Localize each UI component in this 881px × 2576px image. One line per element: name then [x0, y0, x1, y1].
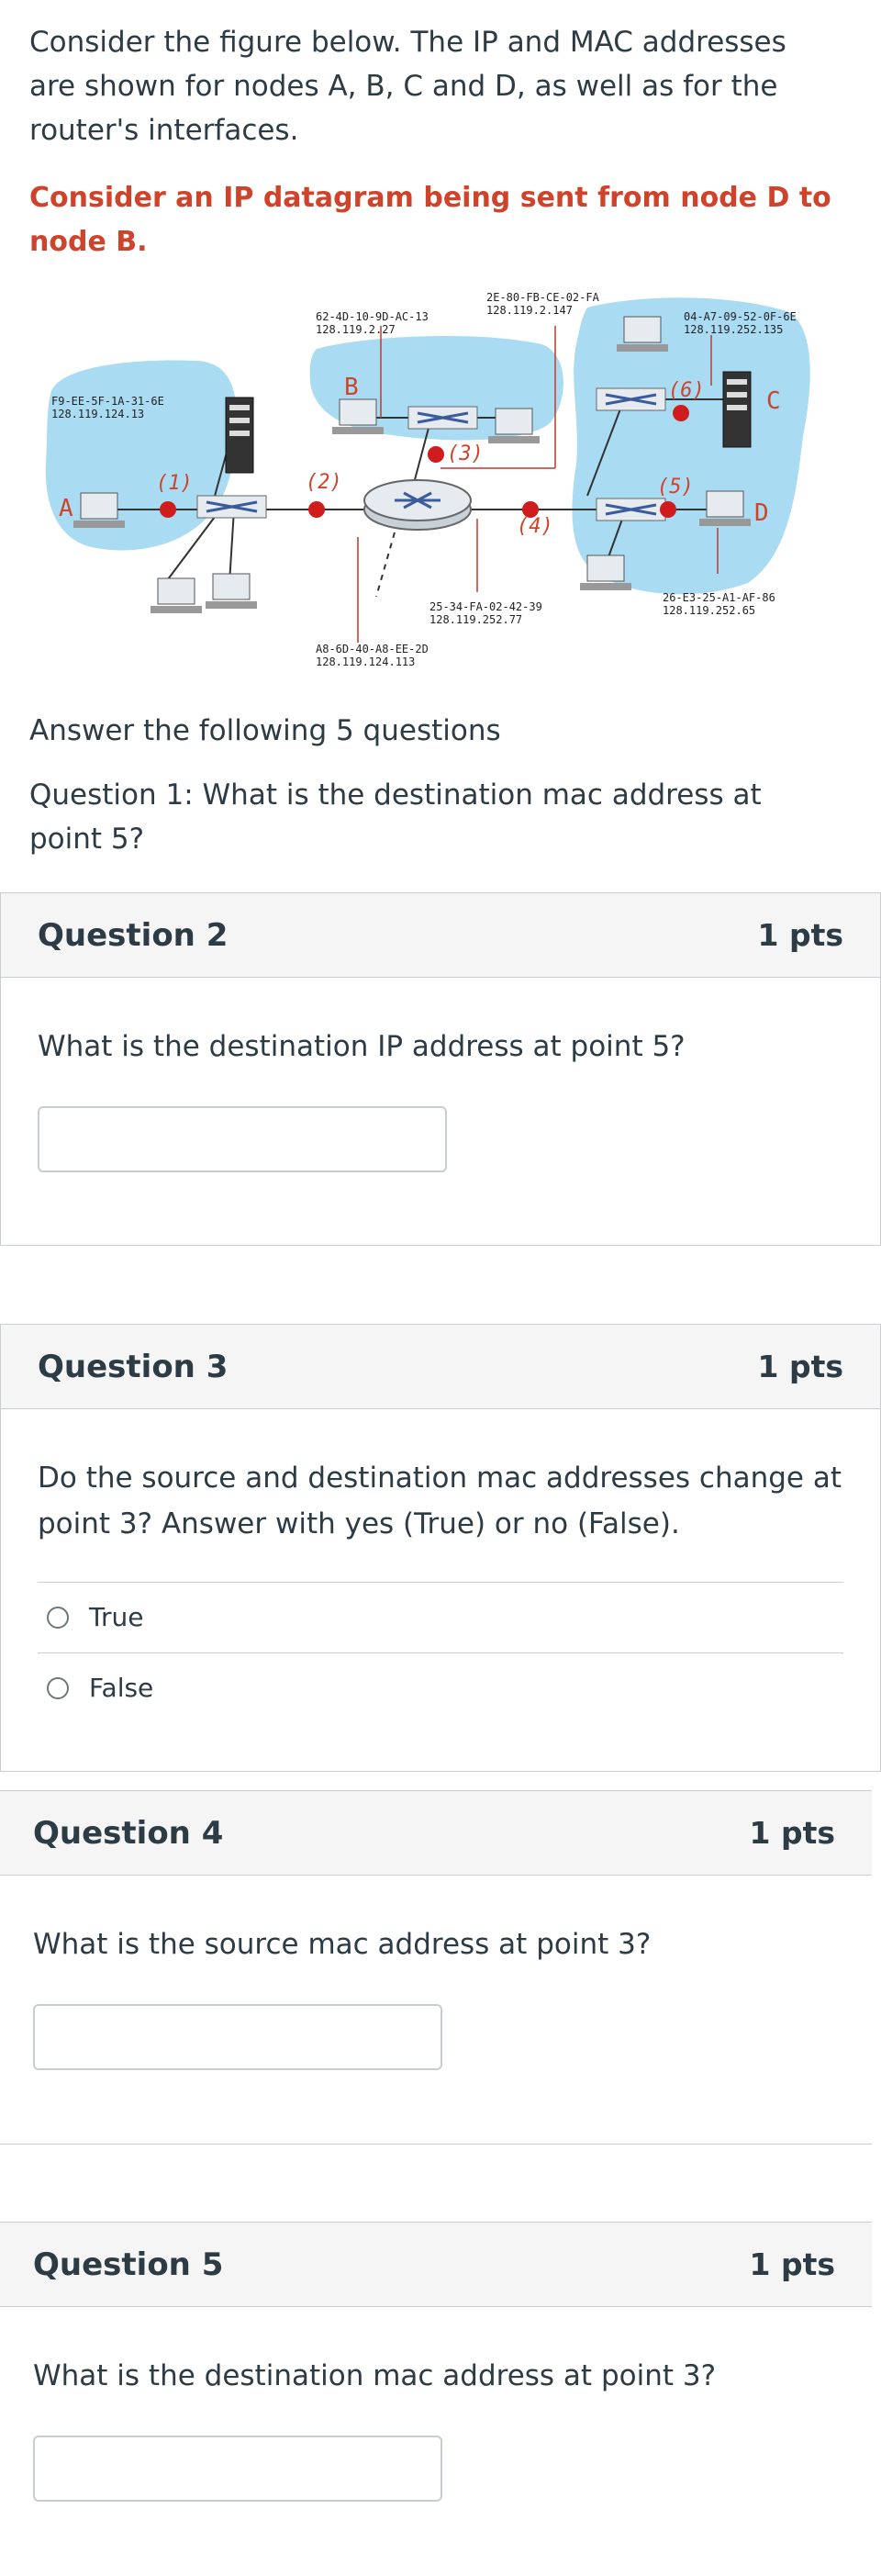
a-ip-label: 128.119.124.13 [51, 408, 144, 420]
computer-left2-icon [151, 577, 202, 613]
computer-b-icon [332, 398, 384, 434]
computer-right2-icon [580, 554, 631, 590]
question-2-card: Question 2 1 pts What is the destination… [0, 892, 881, 1246]
point-6-label: (6) [668, 379, 705, 402]
question-1-text: Question 1: What is the destination mac … [29, 778, 762, 856]
server-right-icon [722, 371, 752, 448]
question-4-card: Question 4 1 pts What is the source mac … [0, 1790, 872, 2145]
question-4-answer-input[interactable] [33, 2004, 442, 2070]
intro-highlight: Consider an IP datagram being sent from … [29, 182, 831, 258]
switch-right-top-icon [596, 387, 666, 411]
node-b-label: B [344, 374, 359, 401]
question-4-points: 1 pts [749, 1815, 836, 1851]
option-false-radio[interactable] [47, 1677, 69, 1699]
computer-left3-icon [206, 573, 257, 609]
point-3-marker [428, 446, 444, 463]
node-c-label: C [766, 387, 781, 415]
option-false-label: False [89, 1673, 154, 1703]
b-mac-label: 62-4D-10-9D-AC-13 [316, 310, 429, 323]
node-a-label: A [59, 495, 73, 522]
question-5-answer-input[interactable] [33, 2436, 442, 2502]
question-5-text: What is the destination mac address at p… [33, 2359, 717, 2392]
r3-mac-label: A8-6D-40-A8-EE-2D [316, 643, 429, 655]
question-3-title: Question 3 [38, 1348, 229, 1385]
a-mac-label: F9-EE-5F-1A-31-6E [51, 395, 164, 408]
point-2-label: (2) [306, 471, 342, 494]
question-3-text: Do the source and destination mac addres… [38, 1462, 842, 1540]
computer-top3-icon [617, 316, 668, 352]
question-3-header: Question 3 1 pts [1, 1325, 880, 1409]
intro-text: Consider the figure below. The IP and MA… [29, 26, 786, 147]
intro: Consider the figure below. The IP and MA… [29, 20, 837, 264]
d-mac-label: 26-E3-25-A1-AF-86 [663, 591, 775, 604]
computer-d-icon [699, 490, 751, 526]
switch-left-icon [196, 495, 267, 519]
point-1-marker [160, 501, 176, 518]
r1-mac-label: 2E-80-FB-CE-02-FA [486, 291, 600, 304]
computer-a-icon [73, 492, 125, 528]
point-1-label: (1) [156, 472, 193, 495]
point-3-label: (3) [447, 442, 484, 465]
question-4-header: Question 4 1 pts [0, 1791, 872, 1876]
server-left-icon [225, 397, 254, 474]
c-mac-label: 04-A7-09-52-0F-6E [684, 310, 797, 323]
point-2-marker [308, 501, 325, 518]
computer-top2-icon [488, 408, 540, 443]
question-3-points: 1 pts [757, 1349, 844, 1384]
router-icon [363, 479, 472, 531]
switch-right-bottom-icon [596, 498, 666, 521]
network-figure: A B C D (1) (2) (3) (4) (5) (6) F9-EE-5F… [0, 280, 881, 684]
point-5-marker [660, 501, 676, 518]
point-6-marker [673, 405, 689, 421]
d-ip-label: 128.119.252.65 [663, 604, 755, 617]
point-4-marker [522, 501, 539, 518]
option-true-radio[interactable] [47, 1607, 69, 1629]
question-3-card: Question 3 1 pts Do the source and desti… [0, 1324, 881, 1772]
question-4-title: Question 4 [33, 1814, 224, 1852]
c-ip-label: 128.119.252.135 [684, 323, 783, 336]
question-5-header: Question 5 1 pts [0, 2223, 872, 2307]
answer-prompt: Answer the following 5 questions [29, 714, 501, 747]
option-false[interactable]: False [38, 1652, 843, 1723]
question-2-header: Question 2 1 pts [1, 893, 880, 978]
node-d-label: D [754, 499, 769, 527]
network-diagram: A B C D (1) (2) (3) (4) (5) (6) F9-EE-5F… [45, 291, 810, 668]
point-5-label: (5) [657, 476, 694, 498]
question-2-points: 1 pts [757, 917, 844, 953]
question-4-text: What is the source mac address at point … [33, 1928, 652, 1961]
question-2-title: Question 2 [38, 916, 229, 954]
question-2-text: What is the destination IP address at po… [38, 1030, 686, 1063]
option-true[interactable]: True [38, 1582, 843, 1652]
b-ip-label: 128.119.2.27 [316, 323, 396, 336]
question-2-answer-input[interactable] [38, 1106, 447, 1172]
r3-ip-label: 128.119.124.113 [316, 655, 415, 668]
r2-mac-label: 25-34-FA-02-42-39 [429, 600, 542, 613]
subnet-right [572, 297, 810, 595]
switch-top-icon [407, 406, 478, 430]
option-true-label: True [89, 1602, 144, 1632]
question-5-points: 1 pts [749, 2246, 836, 2282]
r2-ip-label: 128.119.252.77 [429, 613, 522, 626]
point-4-label: (4) [517, 515, 553, 538]
question-5-title: Question 5 [33, 2246, 224, 2283]
question-5-card: Question 5 1 pts What is the destination… [0, 2222, 872, 2576]
r1-ip-label: 128.119.2.147 [486, 304, 573, 317]
